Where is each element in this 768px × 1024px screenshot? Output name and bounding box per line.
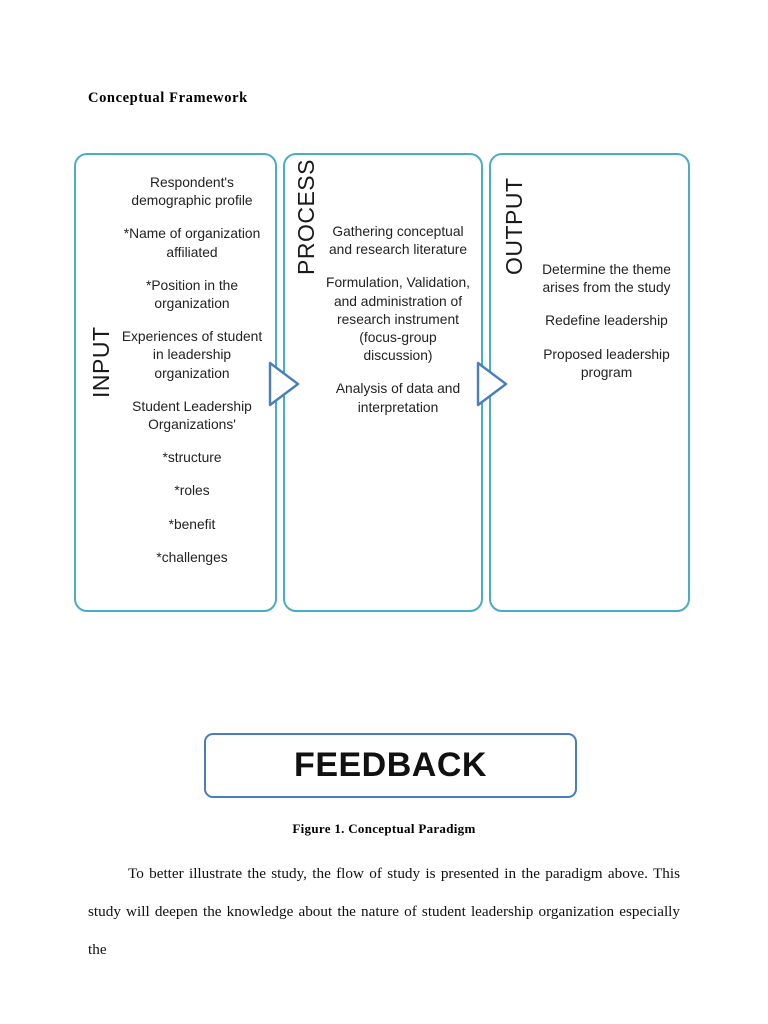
pillar-input-content: Respondent's demographic profile *Name o…	[118, 174, 266, 567]
list-item: Student Leadership Organizations'	[132, 398, 252, 433]
triangle-right-arrow-icon	[475, 360, 509, 408]
page-title: Conceptual Framework	[88, 90, 248, 106]
body-paragraph: To better illustrate the study, the flow…	[88, 865, 680, 958]
list-item: *structure	[162, 450, 222, 466]
list-item: Gathering conceptual and research litera…	[328, 224, 468, 258]
triangle-right-arrow-icon	[267, 360, 301, 408]
pillar-output-label: OUTPUT	[501, 177, 527, 275]
pillar-process-label: PROCESS	[293, 159, 319, 275]
pillar-input-label: INPUT	[88, 326, 114, 399]
feedback-box: FEEDBACK	[204, 733, 577, 798]
pillar-process-content: Gathering conceptual and research litera…	[323, 223, 473, 417]
list-item: *benefit	[168, 516, 216, 532]
pillar-input: INPUT Respondent's demographic profile *…	[74, 153, 277, 612]
list-item: Respondent's demographic profile	[131, 175, 253, 209]
list-item: *roles	[174, 483, 210, 499]
list-item: Formulation, Validation, and administrat…	[326, 275, 470, 364]
feedback-label: FEEDBACK	[294, 746, 487, 784]
list-item: *challenges	[156, 549, 228, 565]
list-item: Experiences of student in leadership org…	[121, 329, 263, 381]
list-item: Proposed leadership program	[543, 346, 670, 380]
list-item: Determine the theme arises from the stud…	[542, 262, 671, 296]
list-item: *Position in the organization	[145, 277, 239, 312]
list-item: *Name of organization affiliated	[123, 226, 261, 260]
figure-caption: Figure 1. Conceptual Paradigm	[292, 821, 476, 836]
list-item: Redefine leadership	[545, 313, 668, 329]
pillar-output: OUTPUT Determine the theme arises from t…	[489, 153, 690, 612]
list-item: Analysis of data and interpretation	[335, 381, 461, 415]
pillar-process: PROCESS Gathering conceptual and researc…	[283, 153, 483, 612]
pillar-output-content: Determine the theme arises from the stud…	[539, 261, 674, 382]
